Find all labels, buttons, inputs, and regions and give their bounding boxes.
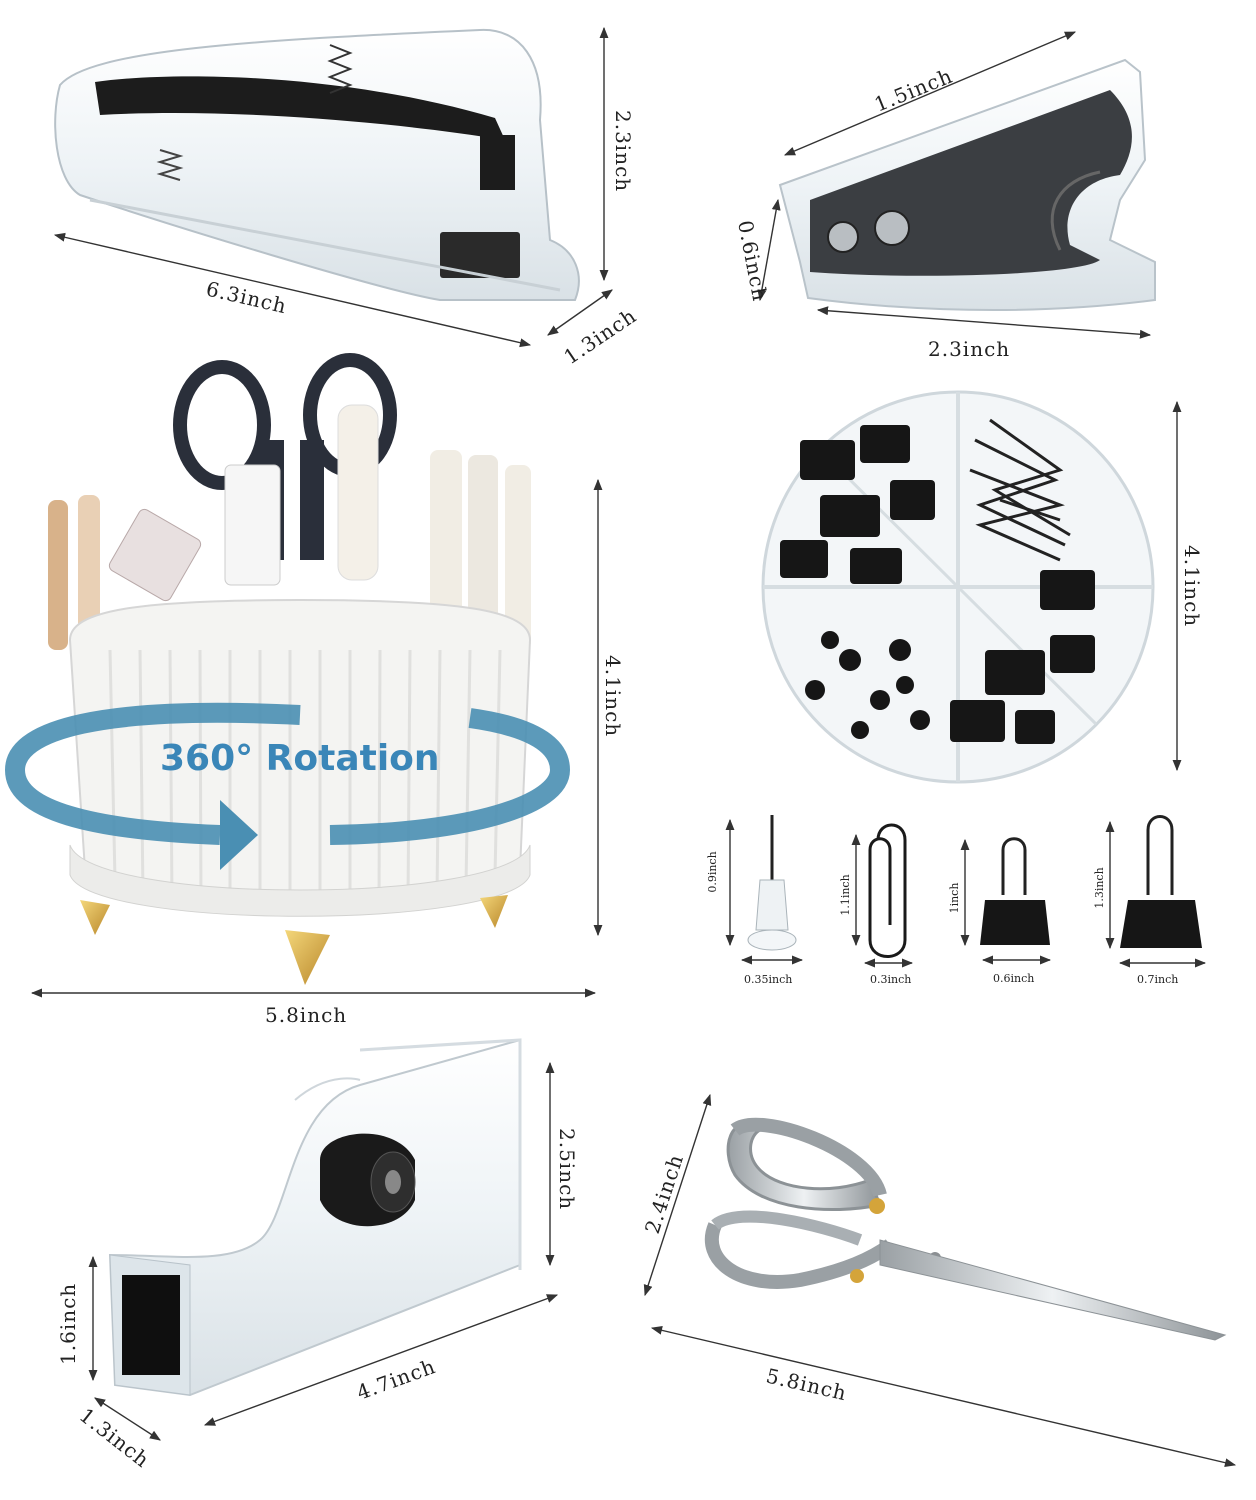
stapler-length-label: 6.3inch: [204, 276, 289, 318]
stapler-width-label: 1.3inch: [559, 303, 641, 369]
pen-organizer: [4, 353, 571, 985]
remover-length-arrow: [783, 31, 1077, 156]
staple-remover: [778, 58, 1156, 312]
remover-width-arrow: [816, 306, 1152, 339]
paperclip-width-label: 0.3inch: [870, 973, 911, 986]
remover-width-label: 2.3inch: [928, 337, 1010, 361]
stapler-height-label: 2.3inch: [611, 110, 635, 192]
tape-length-label: 4.7inch: [354, 1354, 439, 1405]
stapler: [54, 28, 580, 301]
tape-width-label: 1.3inch: [75, 1403, 155, 1473]
push-pin: [747, 815, 797, 951]
scissors: [704, 1117, 1227, 1341]
scissors-length-arrow: [650, 1325, 1237, 1468]
stapler-length-arrow: [53, 232, 532, 348]
organizer-height-label: 4.1inch: [601, 655, 625, 737]
pushpin-height-label: 0.9inch: [706, 851, 719, 892]
remover-length-label: 1.5inch: [871, 64, 956, 117]
tape-dispenser: [108, 1038, 522, 1397]
binder-small-width-label: 0.6inch: [993, 972, 1034, 985]
tape-front-height-label: 1.6inch: [56, 1283, 80, 1365]
binder-small-height-label: 1inch: [948, 883, 961, 914]
scissors-length-label: 5.8inch: [764, 1363, 849, 1405]
pushpin-width-label: 0.35inch: [744, 973, 792, 986]
binder-large-width-label: 0.7inch: [1137, 973, 1178, 986]
remover-height-arrow: [757, 198, 781, 302]
stapler-width-arrow: [547, 289, 613, 336]
paperclip-height-label: 1.1inch: [839, 874, 852, 915]
binder-large-height-label: 1.3inch: [1093, 867, 1106, 908]
paperclip: [868, 823, 907, 958]
scissors-height-label: 2.4inch: [640, 1151, 688, 1237]
tape-height-label: 2.5inch: [555, 1128, 579, 1210]
clip-organizer-box: [761, 390, 1155, 784]
binder-clip-large: [1120, 815, 1202, 948]
rotation-label: 360° Rotation: [160, 738, 440, 779]
binder-clip-small: [980, 837, 1050, 945]
organizer-width-label: 5.8inch: [265, 1003, 347, 1027]
scissors-height-arrow: [643, 1093, 712, 1297]
tape-length-arrow: [203, 1294, 559, 1426]
tape-width-arrow: [94, 1397, 161, 1441]
clipbox-diameter-label: 4.1inch: [1180, 545, 1204, 627]
